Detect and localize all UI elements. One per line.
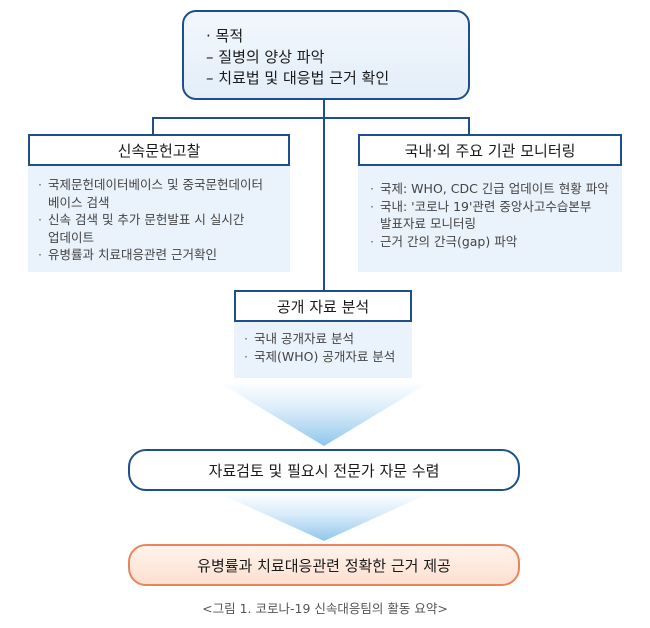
connector-line bbox=[152, 117, 154, 134]
literature-review-title: 신속문헌고찰 bbox=[117, 141, 201, 160]
list-item: 유병률과 치료대응관련 근거확인 bbox=[38, 246, 282, 264]
public-data-panel: 국내 공개자료 분석 국제(WHO) 공개자료 분석 bbox=[234, 322, 412, 378]
review-label: 자료검토 및 필요시 전문가 자문 수렴 bbox=[208, 461, 440, 480]
monitoring-panel: 국제: WHO, CDC 긴급 업데이트 현황 파악 국내: '코로나 19'관… bbox=[358, 166, 622, 272]
public-data-header: 공개 자료 분석 bbox=[234, 290, 412, 322]
purpose-item: – 질병의 양상 파악 bbox=[206, 48, 325, 66]
connector-line bbox=[152, 117, 470, 119]
evidence-box: 유병률과 치료대응관련 정확한 근거 제공 bbox=[128, 544, 520, 586]
list-item: 국제: WHO, CDC 긴급 업데이트 현황 파악 bbox=[370, 180, 618, 198]
public-data-title: 공개 자료 분석 bbox=[276, 297, 370, 316]
literature-review-header: 신속문헌고찰 bbox=[28, 134, 290, 166]
flow-arrow-icon bbox=[218, 382, 430, 446]
evidence-label: 유병률과 치료대응관련 정확한 근거 제공 bbox=[197, 556, 451, 575]
connector-line bbox=[323, 100, 325, 290]
list-item: 국내 공개자료 분석 bbox=[244, 330, 406, 348]
list-item: 국내: '코로나 19'관련 중앙사고수습본부 발표자료 모니터링 bbox=[370, 198, 618, 233]
monitoring-title: 국내·외 주요 기관 모니터링 bbox=[404, 141, 576, 160]
connector-line bbox=[468, 117, 470, 134]
flow-arrow-icon bbox=[218, 493, 430, 541]
monitoring-header: 국내·외 주요 기관 모니터링 bbox=[358, 134, 622, 166]
list-item: 국제(WHO) 공개자료 분석 bbox=[244, 348, 406, 366]
list-item: 국제문헌데이터베이스 및 중국문헌데이터 베이스 검색 bbox=[38, 176, 282, 211]
purpose-item: – 치료법 및 대응법 근거 확인 bbox=[206, 69, 390, 87]
purpose-heading: · 목적 bbox=[206, 27, 244, 45]
list-item: 신속 검색 및 추가 문헌발표 시 실시간 업데이트 bbox=[38, 211, 282, 246]
list-item: 근거 간의 간극(gap) 파악 bbox=[370, 233, 618, 251]
figure-caption: <그림 1. 코로나-19 신속대응팀의 활동 요약> bbox=[202, 601, 448, 616]
review-box: 자료검토 및 필요시 전문가 자문 수렴 bbox=[128, 449, 520, 491]
literature-review-panel: 국제문헌데이터베이스 및 중국문헌데이터 베이스 검색 신속 검색 및 추가 문… bbox=[28, 166, 290, 272]
purpose-box: · 목적 – 질병의 양상 파악 – 치료법 및 대응법 근거 확인 bbox=[182, 10, 470, 100]
